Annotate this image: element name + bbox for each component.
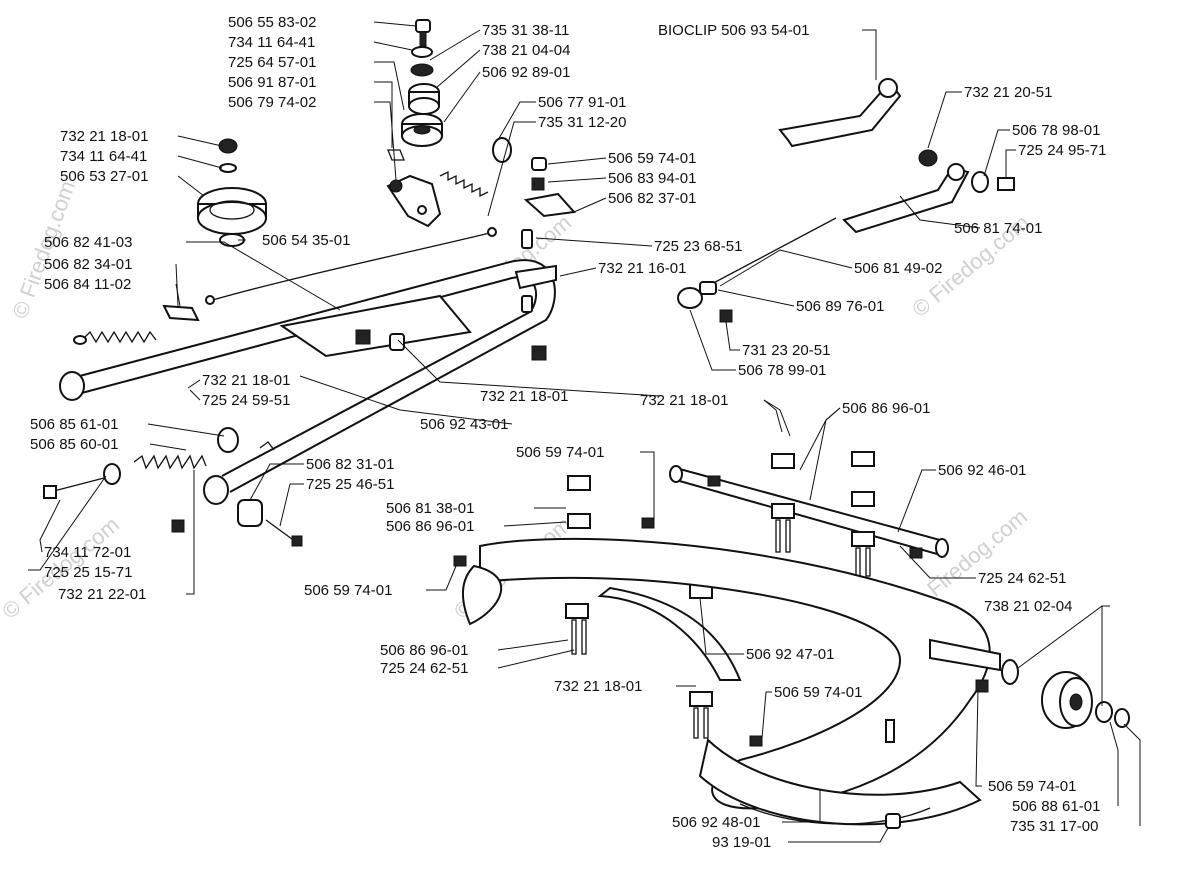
deck-hanger-clamps	[565, 451, 875, 739]
part-label: 506 79 74-02	[228, 94, 316, 111]
part-label: 506 78 99-01	[738, 362, 826, 379]
part-label: 506 81 74-01	[954, 220, 1042, 237]
cutter-deck-housing	[453, 517, 1001, 829]
part-label: 731 23 20-51	[742, 342, 830, 359]
part-label: 506 91 87-01	[228, 74, 316, 91]
part-label: 734 11 64-41	[60, 148, 147, 165]
part-label: 725 23 68-51	[654, 238, 742, 255]
main-u-frame	[59, 259, 557, 505]
part-label: 735 31 12-20	[538, 114, 626, 131]
part-label: 732 21 22-01	[58, 586, 146, 603]
part-label: 506 92 48-01	[672, 814, 760, 831]
part-label: 506 82 34-01	[44, 256, 132, 273]
part-label: 735 31 38-11	[482, 22, 569, 39]
part-label: 506 86 96-01	[380, 642, 468, 659]
part-label: 506 81 38-01	[386, 500, 474, 517]
part-label: 506 59 74-01	[774, 684, 862, 701]
part-label: 732 21 20-51	[964, 84, 1052, 101]
part-label: 732 21 18-01	[202, 372, 290, 389]
part-label: 506 59 74-01	[988, 778, 1076, 795]
part-label: 506 84 11-02	[44, 276, 131, 293]
part-label: 506 54 35-01	[262, 232, 350, 249]
part-label: 506 81 49-02	[854, 260, 942, 277]
pulley-assembly	[386, 19, 512, 228]
engine-pulley	[197, 138, 267, 247]
part-label: 734 11 72-01	[44, 544, 131, 561]
deck-arm-rear	[669, 465, 949, 559]
part-label: 725 25 46-51	[306, 476, 394, 493]
leader-lines	[28, 21, 1141, 843]
part-label: 732 21 18-01	[60, 128, 148, 145]
bioclip-lever	[778, 78, 902, 148]
part-label: BIOCLIP 506 93 54-01	[658, 22, 810, 39]
part-label: 506 83 94-01	[608, 170, 696, 187]
part-label: 738 21 04-04	[482, 42, 570, 59]
part-label: 506 78 98-01	[1012, 122, 1100, 139]
part-label: 506 92 43-01	[420, 416, 508, 433]
part-label: 725 24 59-51	[202, 392, 290, 409]
part-label: 735 31 17-00	[1010, 818, 1098, 835]
part-labels: 506 55 83-02 734 11 64-41 725 64 57-01 5…	[30, 14, 1106, 851]
belt-guide-bracket	[521, 157, 576, 249]
part-label: 725 25 15-71	[44, 564, 132, 581]
part-label: 506 86 96-01	[386, 518, 474, 535]
part-label: 738 21 02-04	[984, 598, 1072, 615]
part-label: 506 59 74-01	[608, 150, 696, 167]
part-label: 506 85 61-01	[30, 416, 118, 433]
part-label: 725 24 95-71	[1018, 142, 1106, 159]
part-label: 725 24 62-51	[978, 570, 1066, 587]
part-label: 506 82 41-03	[44, 234, 132, 251]
part-label: 732 21 18-01	[554, 678, 642, 695]
part-label: 93 19-01	[712, 834, 771, 851]
part-label: 506 59 74-01	[304, 582, 392, 599]
part-label: 506 88 61-01	[1012, 798, 1100, 815]
part-label: 732 21 18-01	[480, 388, 568, 405]
part-label: 506 77 91-01	[538, 94, 626, 111]
part-label: 506 85 60-01	[30, 436, 118, 453]
part-label: 732 21 16-01	[598, 260, 686, 277]
part-label: 506 92 46-01	[938, 462, 1026, 479]
part-label: 725 24 62-51	[380, 660, 468, 677]
part-label: 725 64 57-01	[228, 54, 316, 71]
part-label: 732 21 18-01	[640, 392, 728, 409]
tension-springs	[43, 427, 303, 547]
part-label: 506 55 83-02	[228, 14, 316, 31]
part-label: 506 82 37-01	[608, 190, 696, 207]
part-label: 506 92 89-01	[482, 64, 570, 81]
part-label: 506 86 96-01	[842, 400, 930, 417]
gauge-wheel	[1001, 659, 1130, 729]
part-label: 506 59 74-01	[516, 444, 604, 461]
right-control-linkage	[677, 149, 1015, 323]
part-label: 506 89 76-01	[796, 298, 884, 315]
part-label: 734 11 64-41	[228, 34, 315, 51]
part-label: 506 92 47-01	[746, 646, 834, 663]
part-label: 506 53 27-01	[60, 168, 148, 185]
part-label: 506 82 31-01	[306, 456, 394, 473]
